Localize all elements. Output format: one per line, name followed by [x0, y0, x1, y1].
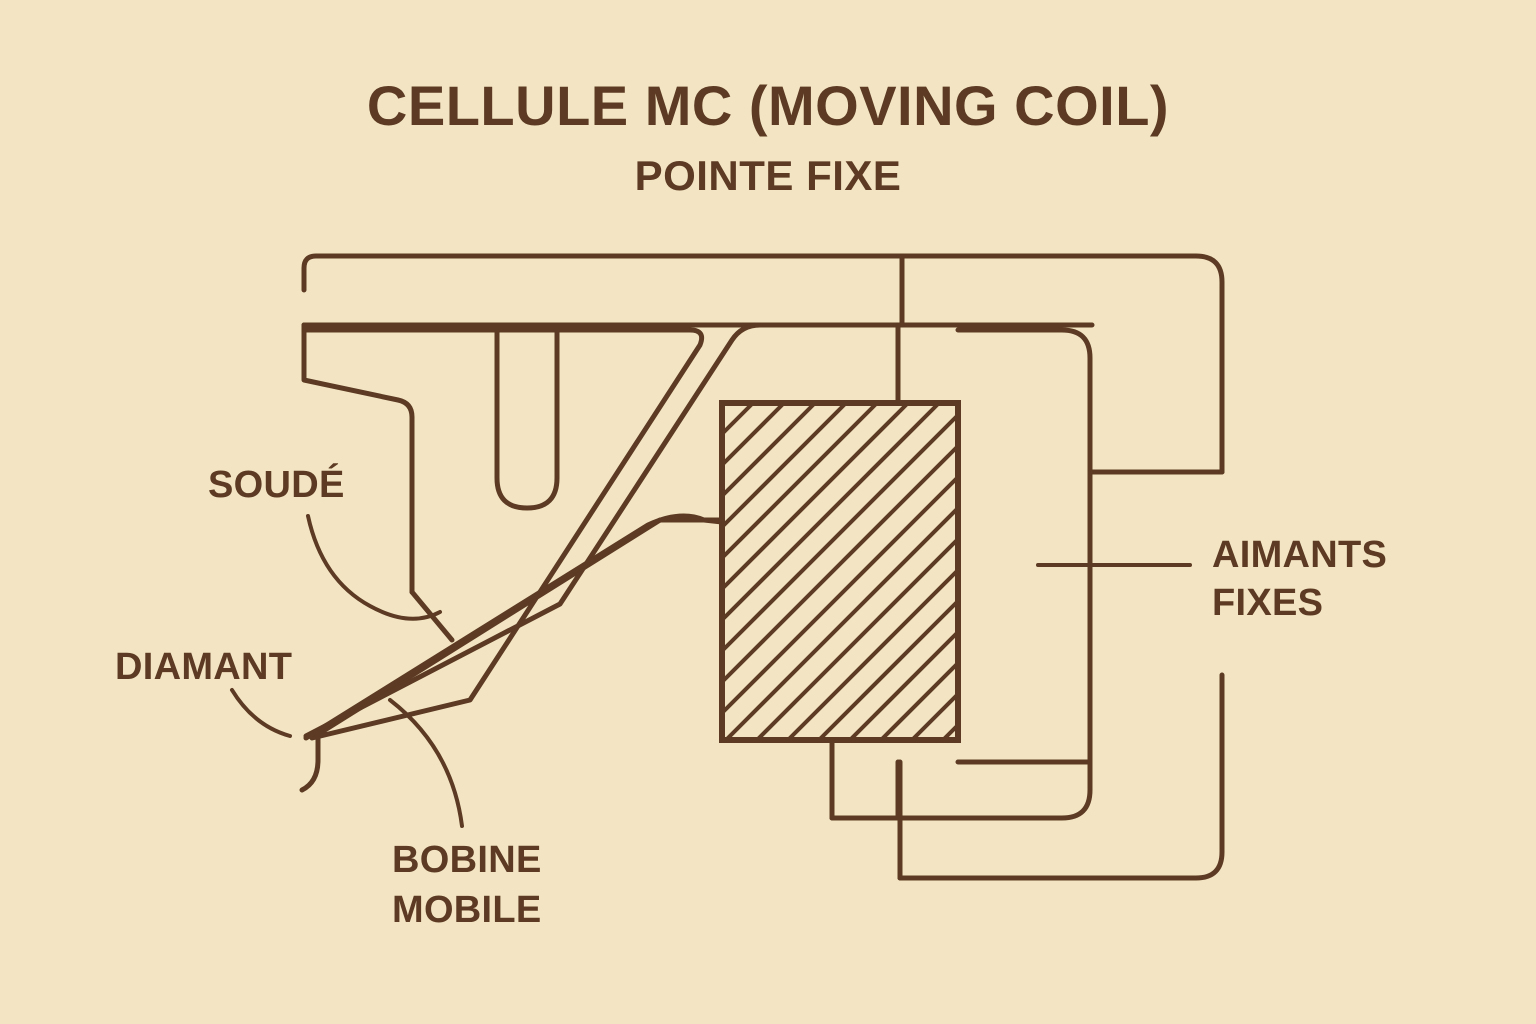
leader-line-bobine	[388, 698, 464, 828]
stylus-shank	[299, 729, 321, 793]
inner-pole-piece	[494, 327, 560, 511]
cantilever-capsule-face	[303, 322, 763, 739]
lower-magnet-inner-contour	[829, 759, 1093, 821]
page-subtitle: POINTE FIXE	[635, 152, 902, 199]
cantilever-capsule-upper	[309, 327, 725, 741]
label-soude: SOUDÉ	[208, 462, 345, 506]
moving-coil-hatch-group	[722, 403, 958, 740]
lower-magnet-outer-contour	[897, 672, 1225, 881]
label-aimants-fixes-line2: FIXES	[1212, 582, 1323, 624]
leader-line-diamant	[230, 688, 292, 738]
label-bobine-mobile-line1: BOBINE	[392, 839, 542, 881]
leader-line-soude	[306, 514, 442, 621]
body-outer-contour	[301, 253, 1225, 475]
left-bracket-contour	[301, 322, 415, 595]
label-aimants-fixes-line1: AIMANTS	[1212, 534, 1387, 576]
moving-coil-body	[719, 400, 961, 743]
upper-magnet-inner-contour	[955, 327, 1225, 475]
page-title: CELLULE MC (MOVING COIL)	[367, 74, 1169, 137]
cantilever-lower-rail	[303, 513, 725, 741]
label-bobine-mobile-line2: MOBILE	[392, 889, 542, 931]
label-diamant: DIAMANT	[115, 646, 292, 688]
